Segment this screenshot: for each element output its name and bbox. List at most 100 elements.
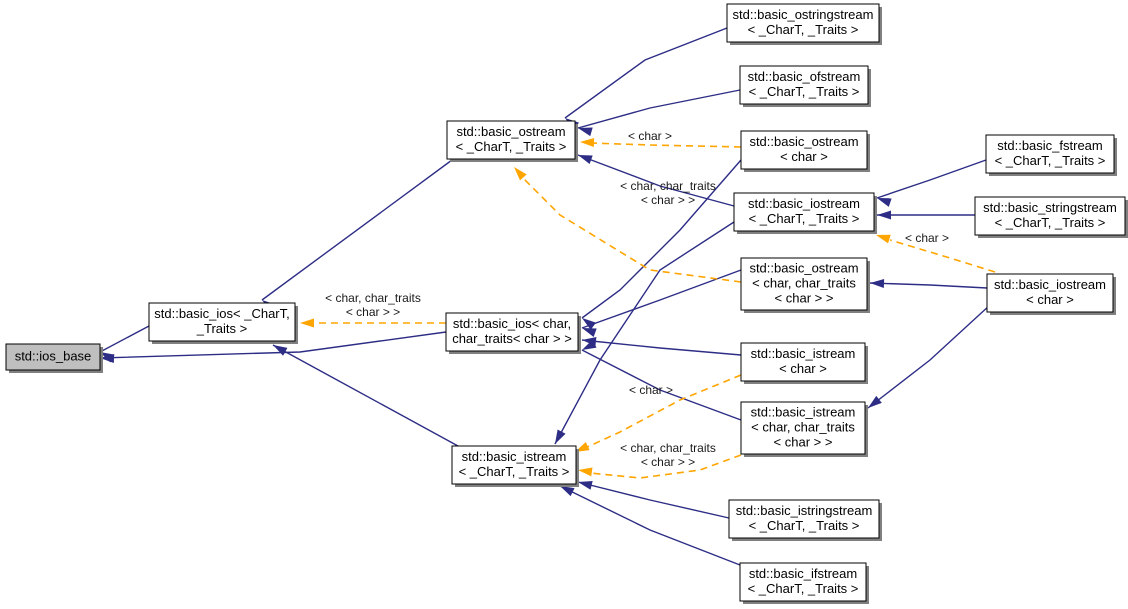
node-box[interactable]: [740, 401, 866, 455]
template-arrowhead: [300, 318, 314, 328]
edge-label-lbl-ios-char: < char, char_traits< char > >: [325, 291, 421, 319]
node-label-line: < char >: [780, 149, 828, 164]
inheritance-arrowhead: [578, 155, 593, 165]
class-node-ios_base[interactable]: std::ios_base: [5, 343, 103, 373]
node-label-line: std::ios_base: [15, 348, 92, 363]
inheritance-edge: [577, 89, 741, 129]
inheritance-edge: [564, 27, 728, 119]
nodes-layer: std::ios_base std::basic_ios< _CharT,_Tra…: [5, 3, 1128, 604]
template-instantiation-edge: [589, 142, 742, 148]
node-label-line: < char > >: [774, 434, 833, 449]
class-node-basic_stringstream[interactable]: std::basic_stringstream< _CharT, _Traits…: [974, 196, 1128, 238]
inheritance-arrowhead: [555, 429, 566, 444]
node-label-line: std::basic_istream: [751, 346, 856, 361]
inheritance-arrowhead: [877, 210, 891, 220]
class-node-basic_ostream_charT[interactable]: std::basic_ostream< _CharT, _Traits >: [446, 120, 578, 162]
node-label-line: std::basic_ostream: [749, 260, 858, 275]
node-box[interactable]: [451, 445, 577, 485]
class-node-basic_istream_char[interactable]: std::basic_istream< char >: [740, 342, 868, 384]
node-label-line: < char, char_traits: [751, 419, 855, 434]
inheritance-edge: [869, 282, 988, 289]
node-label-line: std::basic_ifstream: [749, 566, 857, 581]
node-label-line: std::basic_ostream: [456, 124, 565, 139]
node-box[interactable]: [733, 192, 875, 232]
node-box[interactable]: [446, 120, 576, 160]
class-node-basic_iostream_char[interactable]: std::basic_iostream< char >: [986, 273, 1116, 315]
class-node-basic_iostream_charT[interactable]: std::basic_iostream< _CharT, _Traits >: [733, 192, 877, 234]
node-box[interactable]: [739, 65, 869, 105]
class-node-basic_ostringstream[interactable]: std::basic_ostringstream< _CharT, _Trait…: [726, 3, 882, 45]
edge-label-line: < char, char_traits: [325, 291, 421, 305]
node-box[interactable]: [728, 499, 880, 539]
inheritance-edge: [554, 221, 735, 445]
edge-label-lbl-istream-char-traits: < char, char_traits< char > >: [620, 441, 716, 469]
class-node-basic_istream_charT[interactable]: std::basic_istream< _CharT, _Traits >: [451, 445, 579, 487]
node-box[interactable]: [740, 130, 868, 170]
node-box[interactable]: [974, 196, 1126, 236]
inheritance-edge: [261, 159, 453, 301]
edge-label-line: < char > >: [346, 305, 400, 319]
node-box[interactable]: [739, 562, 867, 602]
template-arrowhead: [578, 467, 593, 477]
node-label-line: std::basic_istream: [462, 449, 567, 464]
node-label-line: std::basic_istream: [751, 404, 856, 419]
template-arrowhead: [580, 137, 595, 147]
inheritance-edge: [581, 339, 742, 356]
edge-label-line: < char >: [628, 129, 672, 143]
class-node-basic_ifstream[interactable]: std::basic_ifstream< _CharT, _Traits >: [739, 562, 869, 604]
class-node-basic_fstream[interactable]: std::basic_fstream< _CharT, _Traits >: [985, 134, 1117, 176]
node-box[interactable]: [726, 3, 880, 43]
class-node-basic_ios_char[interactable]: std::basic_ios< char,char_traits< char >…: [445, 312, 581, 354]
node-box[interactable]: [148, 302, 296, 342]
class-node-basic_ofstream[interactable]: std::basic_ofstream< _CharT, _Traits >: [739, 65, 871, 107]
edge-label-line: < char >: [905, 231, 949, 245]
node-label-line: std::basic_ios< char,: [453, 316, 571, 331]
node-label-line: < _CharT, _Traits >: [995, 215, 1106, 230]
class-node-basic_istream_char_traits[interactable]: std::basic_istream< char, char_traits< c…: [740, 401, 868, 457]
inheritance-arrowhead: [273, 345, 288, 356]
edge-labels-layer: < char, char_traits< char > >< char >< c…: [325, 129, 949, 469]
inheritance-arrowhead: [877, 198, 892, 207]
edge-label-line: < char, char_traits: [620, 441, 716, 455]
inheritance-edge: [581, 349, 742, 421]
node-label-line: < _CharT, _Traits >: [749, 84, 860, 99]
inheritance-edge: [581, 159, 742, 319]
node-label-line: std::basic_istringstream: [736, 503, 873, 518]
inheritance-edge: [577, 481, 730, 519]
inheritance-arrowhead: [582, 339, 597, 350]
node-box[interactable]: [985, 134, 1115, 174]
inheritance-edge: [867, 304, 991, 409]
inheritance-arrowhead: [868, 395, 882, 408]
edge-label-line: < char > >: [641, 455, 695, 469]
node-label-line: < char > >: [775, 290, 834, 305]
node-box[interactable]: [5, 343, 101, 371]
node-box[interactable]: [740, 342, 866, 382]
node-label-line: < _CharT, _Traits >: [749, 211, 860, 226]
inheritance-edge: [99, 331, 447, 359]
node-box[interactable]: [445, 312, 579, 352]
node-label-line: std::basic_ios< _CharT,: [154, 306, 289, 321]
template-instantiation-edge: [584, 374, 742, 449]
inheritance-arrowhead: [100, 353, 115, 363]
class-node-basic_ios_charT[interactable]: std::basic_ios< _CharT,_Traits >: [148, 302, 298, 344]
inheritance-arrowhead: [870, 278, 885, 288]
node-label-line: < _CharT, _Traits >: [459, 464, 570, 479]
inheritance-arrowhead: [582, 318, 596, 330]
edge-label-lbl-ostream-char-traits: < char, char_traits< char > >: [620, 179, 716, 207]
edge-label-lbl-istream-char: < char >: [629, 383, 673, 397]
class-node-basic_ostream_char_traits[interactable]: std::basic_ostream< char, char_traits< c…: [740, 257, 870, 313]
inheritance-edge: [577, 154, 735, 207]
node-box[interactable]: [986, 273, 1114, 313]
node-box[interactable]: [740, 257, 868, 311]
inheritance-arrowhead: [560, 486, 575, 497]
node-label-line: < _CharT, _Traits >: [748, 581, 859, 596]
inheritance-arrowhead: [578, 127, 593, 137]
node-label-line: std::basic_ostream: [749, 134, 858, 149]
node-label-line: < _CharT, _Traits >: [748, 22, 859, 37]
edge-label-line: < char >: [629, 383, 673, 397]
class-node-basic_istringstream[interactable]: std::basic_istringstream< _CharT, _Trait…: [728, 499, 882, 541]
class-node-basic_ostream_char[interactable]: std::basic_ostream< char >: [740, 130, 870, 172]
node-label-line: std::basic_ofstream: [748, 69, 861, 84]
